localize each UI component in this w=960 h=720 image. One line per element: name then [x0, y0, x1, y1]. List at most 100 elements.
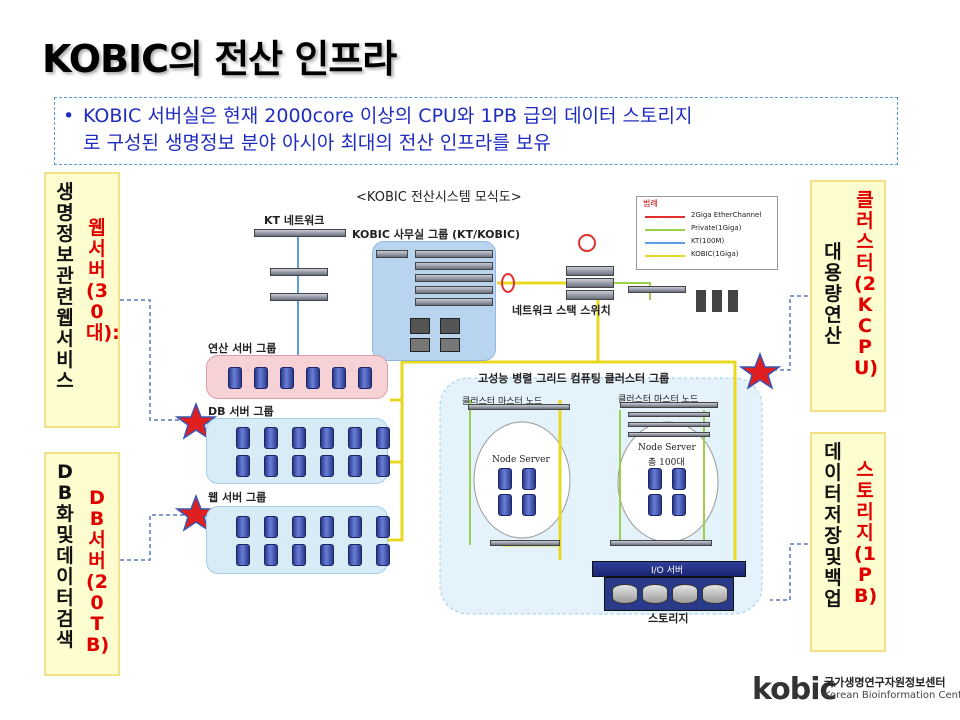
computation-box: 대용량 연산 클러스터(2K CPU)	[810, 180, 886, 412]
compute-server-icon	[228, 367, 242, 389]
web-server-icon	[320, 516, 334, 538]
stack-switch-2	[566, 278, 614, 288]
cluster-cpu-label: 클러스터(2K CPU)	[854, 189, 879, 379]
db-server-icon	[320, 427, 334, 449]
db-server-icon	[264, 427, 278, 449]
web-group-star	[174, 401, 218, 440]
office-pc-3	[410, 338, 430, 352]
io-server: I/O 서버	[592, 561, 746, 577]
cluster-star	[738, 351, 782, 390]
legend-swatch	[645, 242, 685, 244]
node-server-icon	[522, 494, 536, 516]
office-router	[376, 250, 408, 258]
node-server-icon	[522, 468, 536, 490]
web-service-label: 생명정보관련 웹서비스	[56, 181, 74, 392]
web-server-icon	[236, 516, 250, 538]
grid-cluster-label: 고성능 병렬 그리드 컴퓨팅 클러스터 그룹	[478, 372, 670, 385]
node-switch-1	[490, 540, 560, 546]
web-server-icon	[376, 516, 390, 538]
db-server-size-label: DB서버(20TB)	[86, 487, 110, 656]
office-switch-4	[415, 286, 493, 294]
node-server-icon	[672, 494, 686, 516]
storage-backup-box: 데이터 저장 및 백업 스토리지(1PB)	[810, 432, 886, 652]
node-server-icon	[498, 494, 512, 516]
web-server-icon	[292, 544, 306, 566]
node-count-label: 총 100대	[648, 458, 685, 468]
office-switch-1	[415, 250, 493, 258]
kt-switch-2	[270, 293, 328, 301]
master-node-label-2: 클러스터 마스터 노드	[618, 395, 699, 405]
stack-switch-1	[566, 266, 614, 276]
edge-server-1	[696, 290, 706, 312]
io-server-label: I/O 서버	[651, 566, 684, 576]
office-switch-2	[415, 262, 493, 270]
legend-item-label: 2Giga EtherChannel	[691, 211, 762, 219]
master-node-label-1: 클러스터 마스터 노드	[462, 397, 543, 407]
db-server-icon	[376, 455, 390, 477]
org-name-korean: 국가생명연구자원정보센터	[824, 676, 946, 689]
web-server-icon	[264, 516, 278, 538]
node-server-icon	[648, 494, 662, 516]
compute-server-icon	[358, 367, 372, 389]
db-server-icon	[320, 455, 334, 477]
node-server-icon	[498, 468, 512, 490]
node-server-label-2: Node Server	[638, 443, 696, 453]
summary-line-2: 로 구성된 생명정보 분야 아시아 최대의 전산 인프라를 보유	[83, 132, 551, 154]
legend-title: 범례	[643, 199, 658, 208]
web-server-icon	[348, 544, 362, 566]
master-node-rack-1	[468, 404, 570, 410]
edge-server-3	[728, 290, 738, 312]
web-server-icon	[292, 516, 306, 538]
web-server-icon	[376, 544, 390, 566]
master-node-rack-3	[628, 412, 710, 417]
storage-disk-icon	[642, 584, 668, 604]
office-pc-4	[440, 338, 460, 352]
computation-label: 대용량 연산	[824, 241, 842, 347]
node-server-icon	[672, 468, 686, 490]
stack-switch-3	[566, 290, 614, 300]
edge-server-2	[712, 290, 722, 312]
office-switch-3	[415, 274, 493, 282]
storage-label: 스토리지	[648, 612, 689, 625]
web-service-box: 생명정보관련 웹서비스 웹서버(30대):	[44, 172, 120, 428]
legend-item-label: KOBIC(1Giga)	[691, 250, 739, 258]
db-server-icon	[264, 455, 278, 477]
db-search-box: DB화 및 데이터 검색 DB서버(20TB)	[44, 452, 120, 676]
node-server-label-1: Node Server	[492, 455, 550, 465]
legend-swatch	[645, 255, 685, 257]
storage-disk-icon	[702, 584, 728, 604]
node-switch-2	[610, 540, 712, 546]
compute-group-label: 연산 서버 그룹	[208, 342, 277, 355]
storage-size-label: 스토리지(1PB)	[854, 459, 878, 607]
web-server-icon	[236, 544, 250, 566]
kt-router	[254, 229, 346, 237]
db-server-icon	[236, 455, 250, 477]
summary-box: • KOBIC 서버실은 현재 2000core 이상의 CPU와 1PB 급의…	[54, 97, 898, 165]
storage-disk-icon	[672, 584, 698, 604]
web-group-label: 웹 서버 그룹	[208, 491, 267, 504]
db-server-icon	[292, 427, 306, 449]
page-title: KOBIC의 전산 인프라	[42, 37, 397, 81]
legend-swatch	[645, 216, 685, 218]
kt-network-label: KT 네트워크	[264, 214, 325, 227]
legend-swatch	[645, 229, 685, 231]
storage-backup-label: 데이터 저장 및 백업	[824, 441, 842, 610]
summary-bullet: •	[63, 105, 75, 127]
diagram-caption: <KOBIC 전산시스템 모식도>	[356, 190, 522, 205]
office-switch-5	[415, 298, 493, 306]
compute-server-icon	[280, 367, 294, 389]
db-server-icon	[376, 427, 390, 449]
compute-server-icon	[254, 367, 268, 389]
node-server-icon	[648, 468, 662, 490]
compute-server-icon	[332, 367, 346, 389]
master-node-rack-4	[628, 422, 710, 427]
web-server-icon	[320, 544, 334, 566]
master-node-rack-5	[628, 432, 710, 437]
db-server-icon	[348, 427, 362, 449]
web-server-icon	[264, 544, 278, 566]
office-pc-1	[410, 318, 430, 334]
kt-switch-1	[270, 268, 328, 276]
office-pc-2	[440, 318, 460, 334]
db-search-label: DB화 및 데이터 검색	[56, 461, 74, 651]
